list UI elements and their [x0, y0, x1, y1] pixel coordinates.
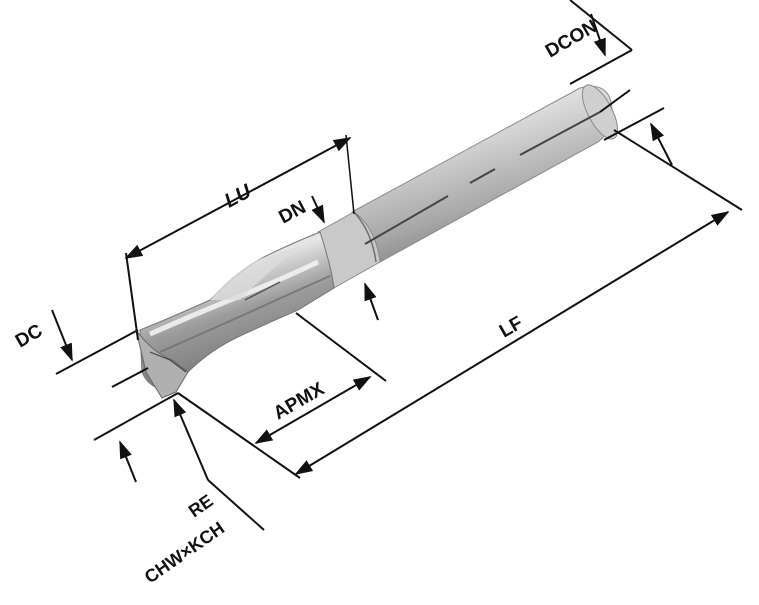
axis-ext-tip — [111, 367, 149, 388]
lf-ext-right — [613, 129, 743, 211]
dc-ext-top — [55, 329, 139, 375]
lu-ext-left — [125, 252, 139, 341]
apmx-dimension-line — [254, 376, 372, 444]
axis-ext — [599, 89, 631, 113]
dcon-arrow-lower — [650, 122, 673, 166]
dc-ext-bottom — [93, 392, 179, 441]
label-re: RE — [185, 491, 217, 522]
apmx-ext-right — [295, 312, 387, 382]
re-leader — [173, 398, 209, 481]
lu-ext-right — [345, 134, 355, 215]
dcon-arrow — [590, 13, 606, 57]
dcon-ext-bottom — [603, 107, 665, 141]
dc-arrow-lower — [119, 440, 137, 483]
label-lu: LU — [221, 180, 255, 212]
dcon-ext-top — [569, 0, 633, 51]
lf-ext-left — [177, 392, 301, 479]
shank — [351, 86, 613, 263]
label-dcon: DCON — [542, 16, 601, 62]
dn-arrow-lower — [364, 282, 379, 321]
label-chw-kch: CHW×KCH — [141, 518, 228, 587]
cutting-tip — [135, 329, 189, 399]
label-dc: DC — [12, 320, 47, 352]
dc-arrow — [51, 309, 73, 362]
end-mill-body — [135, 84, 619, 399]
lu-dimension-line — [124, 137, 352, 259]
label-dn: DN — [275, 197, 309, 228]
re-leader-shelf — [207, 479, 265, 531]
dn-arrow — [311, 195, 325, 224]
dimension-lines — [51, 0, 743, 531]
